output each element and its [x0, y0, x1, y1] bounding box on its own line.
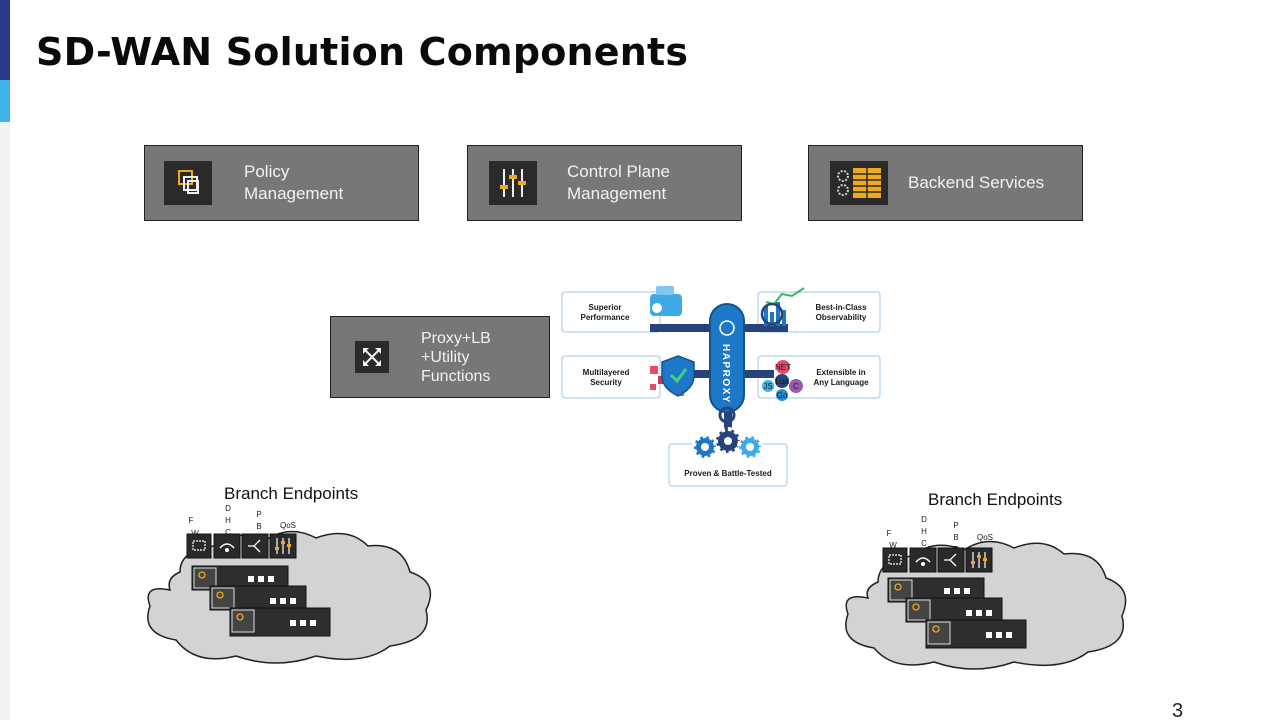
firewall-icon: [888, 554, 902, 565]
dhcp-letter-3: C: [921, 539, 927, 548]
haproxy-body: [709, 303, 745, 413]
engine-icon: [650, 286, 682, 316]
superior-line1: Superior: [589, 303, 622, 312]
pbr-letter-2: B: [256, 522, 261, 531]
proxy-lb-box: Proxy+LB +Utility Functions: [330, 316, 550, 398]
haproxy-brand: HAPROXY: [720, 344, 731, 404]
proxy-label-line1: Proxy+LB: [421, 329, 491, 347]
superior-card: [561, 291, 661, 333]
language-hex-icons: NET Lua C JS Go: [762, 360, 803, 401]
arrows-outward-icon: [355, 341, 389, 373]
pbr-letter-1: P: [256, 510, 261, 519]
observability-card: [757, 291, 881, 333]
lang-net: NET: [775, 363, 791, 372]
control-plane-box: Control Plane Management: [467, 145, 742, 221]
extensible-line2: Any Language: [813, 378, 869, 387]
security-card: [561, 355, 661, 399]
slide-title: SD-WAN Solution Components: [36, 30, 689, 74]
endpoint-device-2: [905, 597, 1003, 623]
observability-line1: Best-in-Class: [815, 303, 867, 312]
right-branch-cluster: F W D H C P P B R QoS: [845, 515, 1127, 670]
accent-bar-light: [0, 80, 10, 122]
left-branch-cluster: F W D H C P P B R QoS: [147, 504, 432, 664]
lang-js: JS: [763, 382, 772, 391]
proxy-label-line3: Functions: [421, 367, 491, 385]
qos-label: QoS: [977, 533, 993, 542]
dhcp-letter-1: D: [921, 515, 927, 524]
left-strip: [0, 122, 10, 720]
observability-chart-icon: [760, 287, 805, 326]
dhcp-icon: [915, 557, 931, 563]
backend-label: Backend Services: [908, 173, 1045, 192]
shield-icon: [650, 355, 695, 397]
qos-label: QoS: [280, 521, 296, 530]
proven-label: Proven & Battle-Tested: [684, 469, 772, 478]
fw-letter-1: F: [189, 516, 194, 525]
endpoint-device-3: [229, 607, 331, 637]
dhcp-letter-2: H: [225, 516, 231, 525]
haproxy-diagram: Superior Performance Best-in-Class Obser…: [561, 286, 881, 487]
lang-lua: Lua: [775, 377, 789, 386]
security-line2: Security: [590, 378, 622, 387]
dhcp-icon: [219, 543, 235, 549]
backend-services-box: Backend Services: [808, 145, 1083, 221]
dhcp-letter-1: D: [225, 504, 231, 513]
pbr-letter-1: P: [953, 521, 958, 530]
lang-go: Go: [777, 391, 788, 400]
fw-letter-1: F: [887, 529, 892, 538]
qos-icon: [971, 552, 987, 568]
policy-label-line1: Policy: [244, 162, 290, 181]
left-branch-title: Branch Endpoints: [224, 484, 359, 503]
control-label-line2: Management: [567, 184, 667, 203]
extensible-line1: Extensible in: [816, 368, 865, 377]
copy-squares-icon: [164, 161, 212, 205]
gears-icon: [692, 427, 763, 460]
fw-letter-2: W: [889, 541, 897, 550]
routing-icon: [248, 539, 261, 553]
control-label-line1: Control Plane: [567, 162, 671, 181]
routing-icon: [944, 553, 957, 567]
endpoint-device-2: [209, 585, 307, 611]
right-branch-title: Branch Endpoints: [928, 490, 1063, 509]
security-line1: Multilayered: [583, 368, 630, 377]
sliders-icon: [489, 161, 537, 205]
endpoint-device-3: [925, 619, 1027, 649]
accent-bar-dark: [0, 0, 10, 80]
lang-c: C: [793, 382, 799, 391]
gears-server-icon: [830, 161, 888, 205]
observability-line2: Observability: [816, 313, 867, 322]
page-number: 3: [1172, 700, 1184, 722]
policy-management-box: Policy Management: [144, 145, 419, 221]
dhcp-letter-3: C: [225, 528, 231, 537]
proxy-label-line2: +Utility: [421, 348, 470, 366]
firewall-icon: [192, 540, 206, 551]
qos-icon: [275, 538, 291, 554]
superior-line2: Performance: [581, 313, 630, 322]
dhcp-letter-2: H: [921, 527, 927, 536]
policy-label-line2: Management: [244, 184, 344, 203]
pbr-letter-2: B: [953, 533, 958, 542]
